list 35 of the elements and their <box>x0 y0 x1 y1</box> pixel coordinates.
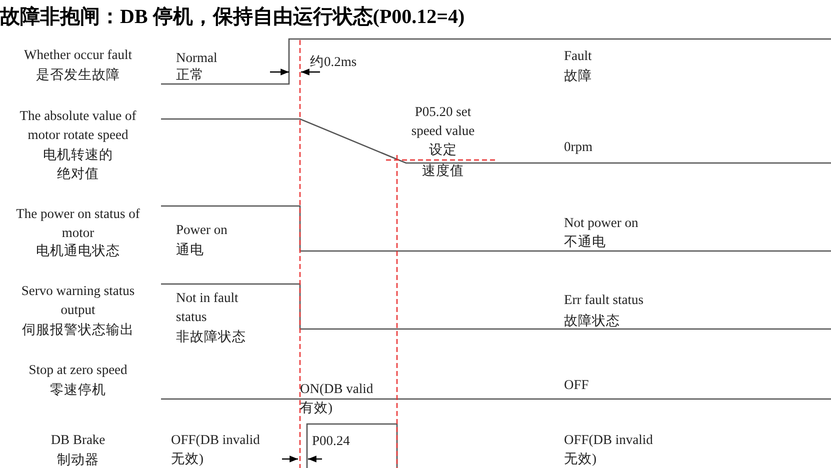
state-label: 0rpm <box>564 138 592 156</box>
state-label: 通电 <box>176 241 204 259</box>
state-label: Err fault status <box>564 291 644 309</box>
state-label: OFF(DB invalid 无效) <box>564 431 654 468</box>
title: 故障非抱闸：DB 停机，保持自由运行状态(P00.12=4) <box>0 4 465 30</box>
value-label: P05.20 set speed value <box>410 103 476 140</box>
value-label: 速度值 <box>421 162 465 180</box>
signal-name: The power on status of motor <box>16 205 140 242</box>
signal-name: 电机转速的绝对值 <box>43 146 113 183</box>
signal-name: Whether occur fault <box>23 46 133 64</box>
signal-name: The absolute value of motor rotate speed <box>18 107 138 144</box>
state-label: OFF <box>564 376 589 394</box>
signal-name: Stop at zero speed <box>28 361 128 379</box>
signal-name: Servo warning status output <box>20 282 136 319</box>
state-label: 故障 <box>564 67 592 85</box>
signal-name: 制动器 <box>56 451 100 468</box>
signal-name: DB Brake <box>50 431 106 449</box>
state-label: ON(DB valid 有效) <box>300 380 374 417</box>
state-label: Not power on <box>564 214 638 232</box>
value-label: P00.24 <box>312 432 350 450</box>
state-label: OFF(DB invalid 无效) <box>171 431 261 468</box>
state-label: Power on <box>176 221 228 239</box>
state-label: 不通电 <box>564 233 606 251</box>
value-label: 设定 <box>428 141 458 159</box>
state-label: Not in fault status <box>176 289 240 326</box>
state-label: Normal <box>176 49 218 67</box>
state-label: 故障状态 <box>564 312 620 330</box>
time-label: 约0.2ms <box>310 53 357 71</box>
signal-name: 零速停机 <box>49 381 107 399</box>
signal-name: 电机通电状态 <box>35 242 121 260</box>
signal-name: 是否发生故障 <box>35 66 121 84</box>
state-label: 正常 <box>176 66 204 84</box>
state-label: Fault <box>564 47 592 65</box>
signal-name: 伺服报警状态输出 <box>21 321 135 339</box>
state-label: 非故障状态 <box>176 328 246 346</box>
